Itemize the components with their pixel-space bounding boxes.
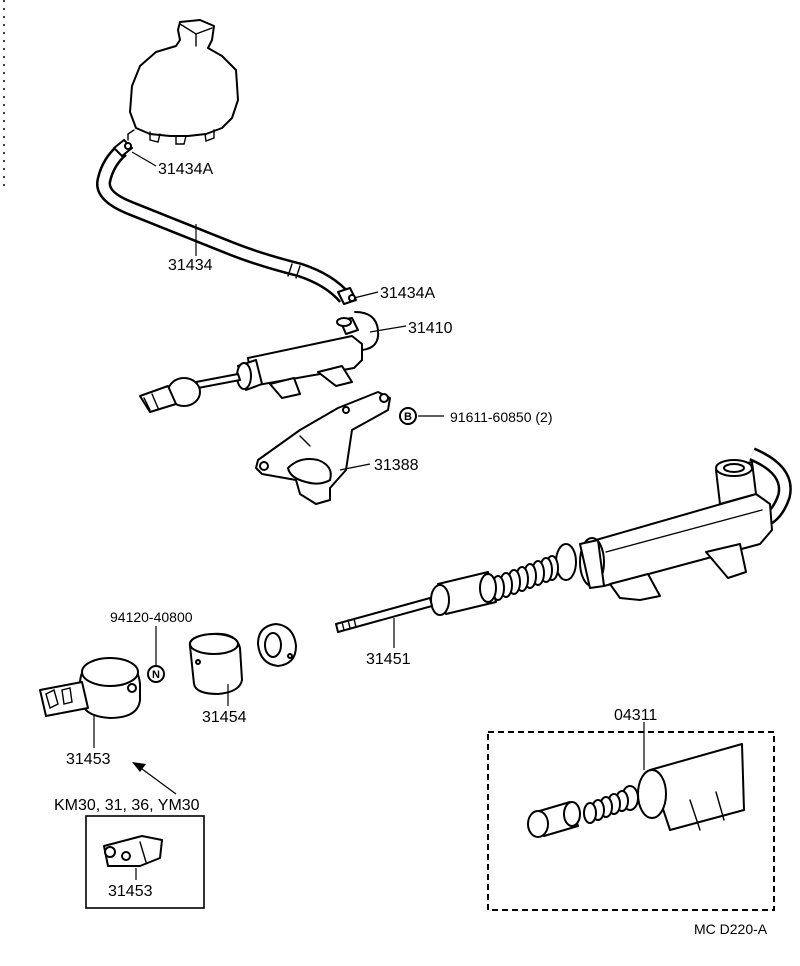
label-boot: 31454	[202, 709, 247, 726]
variant-clevis-illustration	[103, 835, 163, 867]
washer-symbol: N	[152, 669, 160, 681]
reference-arrow	[132, 762, 177, 795]
label-bracket: 31388	[374, 457, 419, 474]
variant-inset-box	[85, 815, 205, 909]
reservoir-hose-illustration	[96, 139, 357, 305]
kit-illustration	[527, 743, 745, 838]
large-master-cylinder-illustration	[335, 447, 792, 633]
label-clevis-alt: 31453	[108, 883, 153, 900]
bushing-illustration	[257, 623, 297, 667]
label-washer-part: 94120-40800	[110, 609, 193, 625]
reservoir-tank-illustration	[127, 19, 239, 145]
label-kit: 04311	[614, 707, 657, 724]
label-reservoir-hose: 31434	[168, 257, 213, 274]
label-push-rod: 31451	[366, 651, 411, 668]
label-clevis: 31453	[66, 751, 111, 768]
clevis-illustration	[39, 657, 141, 719]
label-master-cylinder: 31410	[408, 320, 453, 337]
bracket-illustration	[255, 391, 391, 505]
diagram-code: MC D220-A	[694, 921, 768, 937]
washer-illustration: N	[147, 665, 165, 683]
kit-dashed-box	[487, 731, 775, 911]
bolt-symbol-circle	[399, 407, 417, 425]
master-cylinder-illustration	[139, 311, 380, 413]
bolt-symbol: B	[404, 411, 412, 423]
label-bolt: 91611-60850 (2)	[450, 409, 552, 425]
boot-illustration	[188, 632, 243, 695]
label-reservoir-clamp-upper: 31434A	[158, 161, 213, 178]
label-model-note: KM30, 31, 36, YM30	[54, 797, 200, 814]
label-reservoir-clamp-lower: 31434A	[380, 285, 435, 302]
leader-lines	[93, 151, 645, 880]
